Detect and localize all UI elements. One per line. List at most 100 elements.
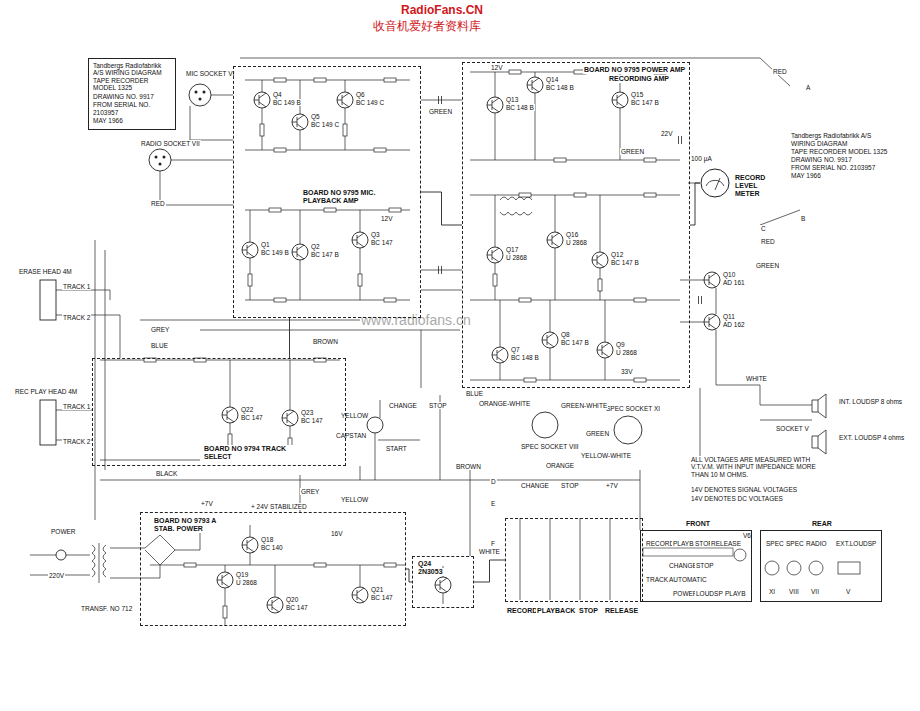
node-text: BOARD NO 9794 TRACK SELECT	[203, 445, 295, 461]
wire-connector	[474, 560, 505, 582]
component-label: BC 148 B	[510, 354, 540, 361]
component-label: Q9	[615, 341, 626, 348]
schematic-element	[384, 78, 396, 82]
component-label: GREEN	[428, 108, 453, 115]
schematic-element	[292, 114, 308, 130]
wiring	[30, 58, 812, 626]
schematic-element	[500, 300, 605, 380]
schematic-element	[324, 208, 336, 212]
schematic-element	[292, 244, 308, 260]
component-label: XI	[768, 588, 776, 595]
schematic-element	[242, 537, 258, 553]
schematic-element	[554, 158, 566, 162]
schematic-element	[110, 526, 225, 578]
schematic-element	[99, 543, 100, 583]
schematic-element	[643, 548, 733, 556]
component-label: RECORD	[645, 540, 675, 547]
schematic-element	[634, 298, 646, 302]
component-label: Q7	[510, 346, 521, 353]
schematic-element	[352, 232, 368, 248]
watermark: RadioFans.CN	[400, 4, 484, 18]
schematic-element	[787, 561, 801, 575]
component-label: E	[490, 500, 496, 507]
component-label: 22V	[660, 130, 674, 137]
schematic-element	[160, 160, 233, 205]
component-label: Q20	[285, 596, 299, 603]
schematic-element	[524, 378, 536, 382]
schematic-element	[163, 156, 166, 159]
component-label: GREEN-WHITE	[560, 402, 608, 409]
component-label: GREY	[150, 326, 170, 333]
component-label: CHANGE	[668, 562, 698, 569]
schematic-element	[195, 91, 198, 94]
component-label: BLUE	[150, 342, 169, 349]
schematic-element	[812, 394, 826, 418]
component-label: U 2868	[505, 254, 528, 261]
passives	[144, 70, 702, 618]
schematic-element	[389, 208, 401, 212]
schematic-element	[592, 252, 608, 268]
component-label: SPEC	[785, 540, 805, 547]
component-label: BC 147	[240, 414, 264, 421]
component-label: EXT.LOUDSP	[835, 540, 877, 547]
schematic-element	[274, 148, 286, 152]
component-label: Q11	[722, 313, 736, 320]
node-text: FRONT	[685, 520, 711, 528]
component-label: YELLOW-WHITE	[580, 452, 632, 459]
component-label: TRACK 1	[62, 283, 91, 290]
node-text: 2N3053	[417, 568, 444, 576]
component-label: 14V DENOTES DC VOLTAGES	[690, 495, 784, 502]
schematic-element	[260, 124, 264, 136]
component-label: BROWN	[455, 463, 482, 470]
component-label: SPEC SOCKET VIII	[520, 443, 580, 450]
component-label: GREY	[300, 488, 320, 495]
schematic-element	[203, 91, 206, 94]
schematic-element	[352, 587, 368, 603]
component-label: MAY 1966	[790, 172, 822, 179]
component-label: BC 149 B	[272, 99, 302, 106]
component-label: BC 147	[285, 604, 309, 611]
component-label: VIII	[788, 588, 800, 595]
component-label: VII	[810, 588, 820, 595]
schematic-element	[547, 232, 563, 248]
component-label: STOP	[428, 402, 448, 409]
node-text: BOARD NO 9793 A STAB. POWER	[153, 517, 235, 533]
schematic-element	[493, 274, 497, 286]
schematic-element	[384, 563, 396, 567]
schematic-element	[492, 347, 508, 363]
component-label: CHANGE	[520, 482, 550, 489]
component-label: +7V	[200, 500, 214, 507]
wire-connector	[289, 318, 290, 358]
component-label: START	[385, 445, 408, 452]
component-label: Q22	[240, 406, 254, 413]
schematic-element	[343, 124, 347, 136]
component-label: Q14	[545, 76, 559, 83]
component-label: Q4	[272, 91, 283, 98]
component-label: RADIO	[805, 540, 828, 547]
schematic-element	[532, 412, 558, 438]
node-text: DRAWING NO. 9917	[92, 93, 172, 100]
schematic-element	[358, 274, 362, 286]
schematic-element	[542, 332, 558, 348]
schematic-element	[765, 561, 779, 575]
component-label: BC 148 B	[545, 84, 575, 91]
component-label: BC 149 B	[260, 249, 290, 256]
node-text: RECORD	[506, 607, 538, 615]
component-label: V	[845, 588, 851, 595]
component-label: WIRING DIAGRAM	[790, 140, 848, 147]
component-label: B	[800, 215, 806, 222]
schematic-element	[520, 518, 610, 600]
panel-box: FRONT	[640, 530, 752, 602]
schematic-element	[375, 400, 420, 480]
schematic-element	[500, 197, 532, 215]
node-text: Tandbergs Radiofabrikk A/S WIRING DIAGRA…	[92, 62, 172, 92]
schematic-element	[159, 163, 162, 166]
schematic-element	[150, 525, 406, 626]
panel-box: Tandbergs Radiofabrikk A/S WIRING DIAGRA…	[88, 58, 176, 130]
component-label: ORANGE-WHITE	[478, 400, 531, 407]
node-text: RECORD LEVEL METER	[734, 174, 778, 198]
component-label: 16V	[330, 530, 344, 537]
schematic-element	[487, 247, 503, 263]
schematic-element	[242, 242, 258, 258]
component-label: Q5	[310, 113, 321, 120]
